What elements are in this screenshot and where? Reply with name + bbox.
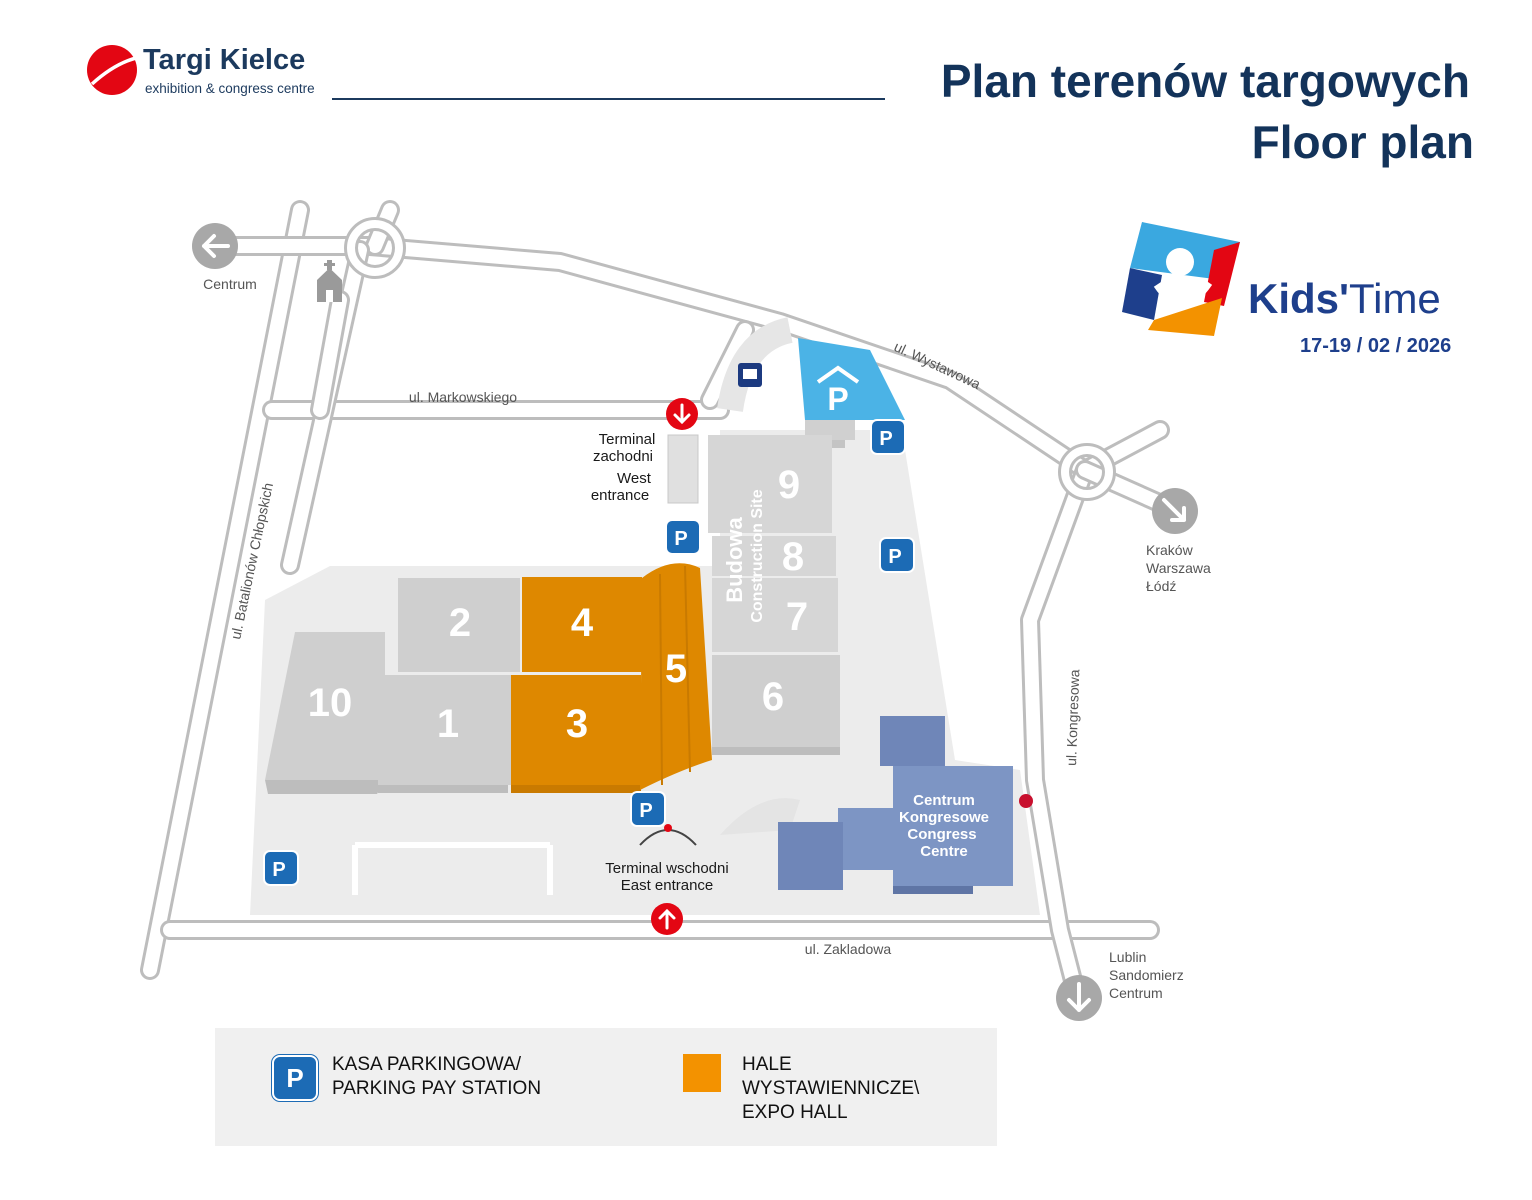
direction-arrow-lublin-icon [1056, 975, 1102, 1021]
legend-hall-swatch [683, 1054, 721, 1092]
svg-text:P: P [674, 528, 687, 550]
parking-pay-station-icon[interactable]: P [665, 519, 701, 555]
west-entrance-arrow-icon[interactable] [666, 398, 698, 430]
construction-label-pl: Budowa [722, 516, 747, 602]
parking-pay-station-icon[interactable]: P [630, 791, 666, 827]
east-entrance-arrow-icon[interactable] [651, 903, 683, 935]
svg-text:P: P [879, 428, 892, 450]
logo-name: Targi Kielce [143, 44, 306, 76]
congress-marker-icon [1019, 794, 1033, 808]
kids-time-logo-icon [1122, 222, 1240, 336]
hall-3-label: 3 [566, 702, 588, 746]
road-network [140, 200, 1185, 1010]
garage-roof-icon [816, 365, 860, 384]
svg-text:P: P [272, 859, 285, 881]
direction-centrum-label: Centrum [203, 276, 257, 292]
hall-4 [522, 577, 642, 672]
event-name-regular: Time [1349, 275, 1441, 322]
direction-south-3: Centrum [1109, 985, 1163, 1001]
hall-7 [712, 578, 838, 652]
logo-subtitle: exhibition & congress centre [145, 81, 315, 96]
direction-east-1: Kraków [1146, 542, 1194, 558]
hall-10-label: 10 [308, 681, 353, 725]
east-entrance-pl: Terminal wschodni [605, 860, 728, 877]
hall-2 [398, 578, 520, 672]
hall-5-label: 5 [665, 647, 687, 691]
street-markowskiego: ul. Markowskiego [409, 389, 517, 405]
direction-east-3: Łódź [1146, 578, 1176, 594]
page-title-en: Floor plan [1251, 116, 1474, 168]
parking-pay-station-icon[interactable]: P [870, 419, 906, 455]
svg-text:P: P [639, 800, 652, 822]
event-name: Kids'Time [1248, 275, 1441, 323]
legend-hall-line1: HALE [742, 1054, 792, 1075]
legend-parking-icon: P [272, 1055, 318, 1101]
page-title-pl: Plan terenów targowych [940, 55, 1470, 107]
event-name-bold: Kids' [1248, 275, 1350, 322]
legend-parking-label: KASA PARKINGOWA/ PARKING PAY STATION [332, 1053, 541, 1101]
direction-south-2: Sandomierz [1109, 967, 1184, 983]
event-date: 17-19 / 02 / 2026 [1300, 335, 1452, 357]
west-terminal [667, 434, 699, 504]
hall-8-label: 8 [782, 535, 804, 579]
legend-hall-line2: WYSTAWIENNICZE\ [742, 1078, 920, 1099]
parking-pay-station-icon[interactable]: P [879, 537, 915, 573]
legend-parking-line2: PARKING PAY STATION [332, 1078, 542, 1099]
hall-9 [708, 435, 832, 533]
hall-8 [712, 536, 836, 576]
west-entrance-en-1: West [617, 470, 652, 487]
legend: P KASA PARKINGOWA/ PARKING PAY STATION H… [215, 1028, 997, 1146]
hall-7-label: 7 [786, 595, 808, 639]
bus-stop-icon [738, 363, 762, 387]
hall-5 [640, 563, 712, 790]
hall-1-label: 1 [437, 702, 459, 746]
hall-9-label: 9 [778, 463, 800, 507]
west-entrance-pl-2: zachodni [593, 448, 653, 465]
west-entrance-en-2: entrance [591, 487, 649, 504]
legend-hall-line3: EXPO HALL [742, 1102, 848, 1123]
direction-east-2: Warszawa [1146, 560, 1211, 576]
congress-line3: Congress [907, 826, 976, 843]
church-icon [317, 260, 342, 302]
legend-parking-line1: KASA PARKINGOWA/ [332, 1054, 521, 1075]
hall-4-label: 4 [571, 601, 594, 645]
svg-text:P: P [888, 546, 901, 568]
hall-2-label: 2 [449, 601, 471, 645]
west-entrance-pl-1: Terminal [599, 431, 656, 448]
hall-6 [712, 655, 840, 747]
street-kongresowa: ul. Kongresowa [1063, 669, 1082, 766]
congress-centre [778, 716, 1013, 894]
congress-line2: Kongresowe [899, 809, 989, 826]
direction-south-1: Lublin [1109, 949, 1146, 965]
legend-hall-label: HALE WYSTAWIENNICZE\ EXPO HALL [742, 1053, 919, 1125]
east-entrance-en: East entrance [621, 877, 714, 894]
garage-letter: P [827, 381, 848, 417]
header-divider [332, 98, 885, 100]
parking-pay-station-icon[interactable]: P [263, 850, 299, 886]
direction-arrow-centrum-icon [192, 223, 238, 269]
targi-kielce-logo-icon [87, 45, 137, 95]
hall-10 [265, 632, 385, 780]
hall-1 [378, 675, 512, 785]
direction-arrow-krakow-icon [1152, 488, 1198, 534]
congress-line1: Centrum [913, 792, 975, 809]
street-zakladowa: ul. Zakladowa [805, 941, 892, 957]
construction-label-en: Construction Site [749, 489, 766, 622]
hall-3 [511, 675, 641, 785]
congress-line4: Centre [920, 843, 968, 860]
hall-6-label: 6 [762, 675, 784, 719]
